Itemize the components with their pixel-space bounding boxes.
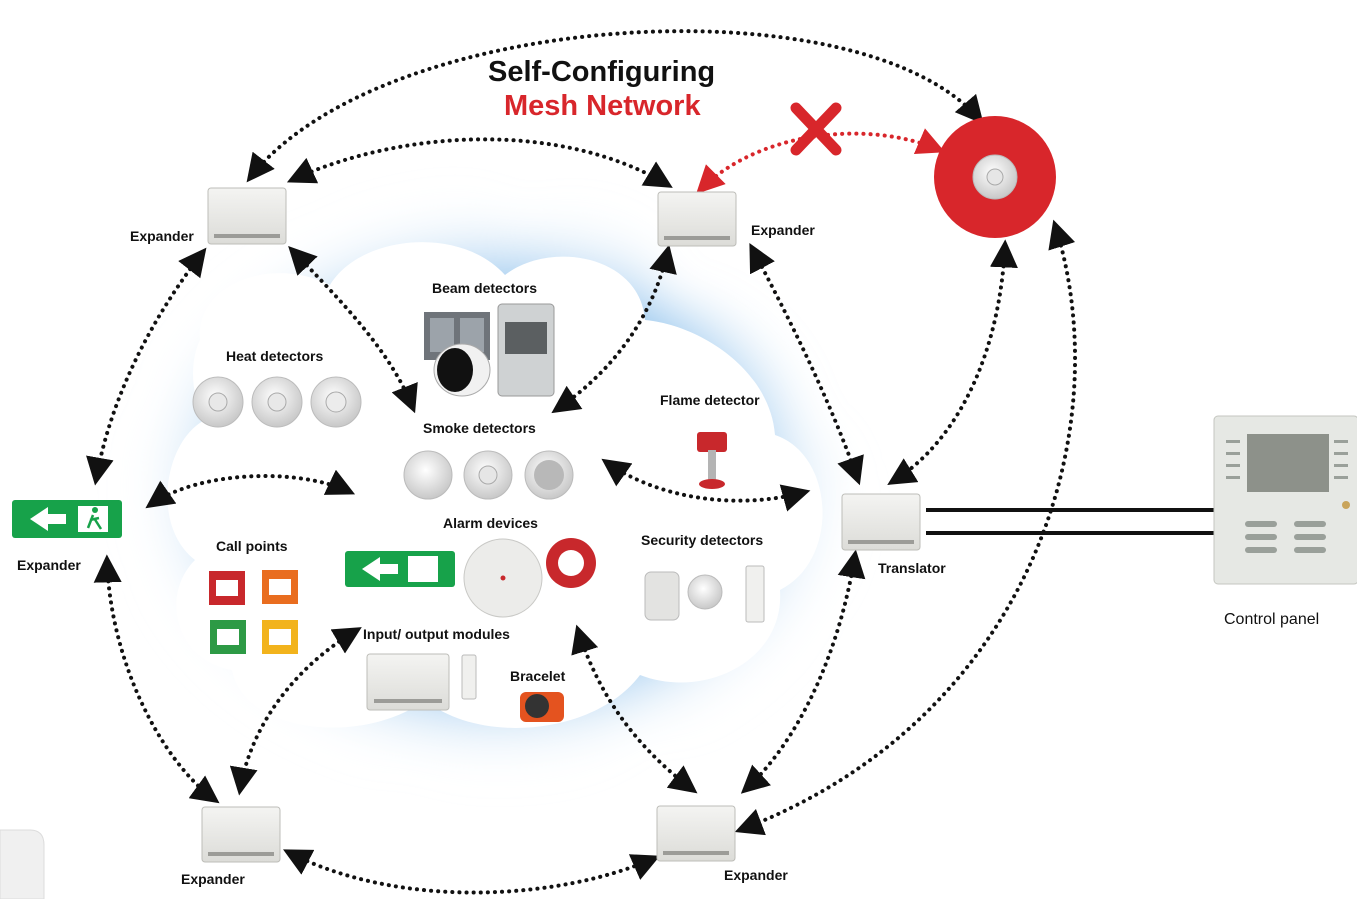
alarm-devices xyxy=(345,538,596,618)
translator-box xyxy=(841,493,921,551)
link-alarm-exp-bottom xyxy=(571,624,698,794)
expander-label-bottom-right: Expander xyxy=(724,867,788,883)
diagram-title: Self-Configuring xyxy=(488,56,716,88)
expander-label-bottom-left: Expander xyxy=(181,871,245,887)
link-exitsign-cloud xyxy=(145,469,356,509)
failed-node xyxy=(934,116,1056,238)
expander-top-right xyxy=(657,191,737,247)
link-exit-exp-bottom xyxy=(93,554,220,804)
flame-detector-label: Flame detector xyxy=(660,392,760,408)
bracelet-icon xyxy=(520,692,564,722)
expander-bottom-left xyxy=(201,806,281,863)
link-translator-exp-bottom xyxy=(740,549,866,794)
io-modules-label: Input/ output modules xyxy=(363,626,510,642)
link-top-arc xyxy=(246,29,984,183)
smoke-detector-icon xyxy=(403,450,574,500)
red-cross-icon xyxy=(790,102,842,156)
mesh-links xyxy=(86,29,1078,895)
control-panel-device xyxy=(1213,415,1357,585)
link-red-translator xyxy=(887,239,1018,485)
beam-detector-icon xyxy=(424,303,555,397)
link-bottom-expanders xyxy=(283,849,661,895)
security-detector-icon xyxy=(644,565,765,623)
expander-label-left: Expander xyxy=(17,557,81,573)
heat-detectors-label: Heat detectors xyxy=(226,348,324,364)
translator-label: Translator xyxy=(878,560,946,576)
control-panel-label: Control panel xyxy=(1224,611,1320,628)
link-exp-exp-top xyxy=(286,137,673,188)
panel-wires xyxy=(926,508,1214,535)
io-module-icon xyxy=(366,653,477,711)
call-points-label: Call points xyxy=(216,538,288,554)
link-exp-smoke2 xyxy=(551,244,677,414)
security-detectors-label: Security detectors xyxy=(641,532,764,548)
diagram-subtitle: Mesh Network xyxy=(504,90,701,122)
flame-detector-icon xyxy=(697,432,727,489)
expander-bottom-right xyxy=(656,805,736,862)
smoke-detectors-label: Smoke detectors xyxy=(423,420,536,436)
expander-top-left xyxy=(207,187,287,245)
expander-label-top-left: Expander xyxy=(130,228,194,244)
broken-link xyxy=(696,128,946,194)
link-io-exp-bottom xyxy=(229,627,362,796)
link-exp-smoke xyxy=(288,245,418,414)
link-exp-left-down xyxy=(86,247,207,486)
bracelet-label: Bracelet xyxy=(510,668,566,684)
beam-detectors-label: Beam detectors xyxy=(432,280,538,296)
exit-sign-icon xyxy=(12,500,122,538)
expander-label-top-right: Expander xyxy=(751,222,815,238)
alarm-devices-label: Alarm devices xyxy=(443,515,538,531)
heat-detector-icon xyxy=(192,376,362,428)
corner-fragment xyxy=(0,829,45,899)
call-point-icon xyxy=(209,570,298,654)
